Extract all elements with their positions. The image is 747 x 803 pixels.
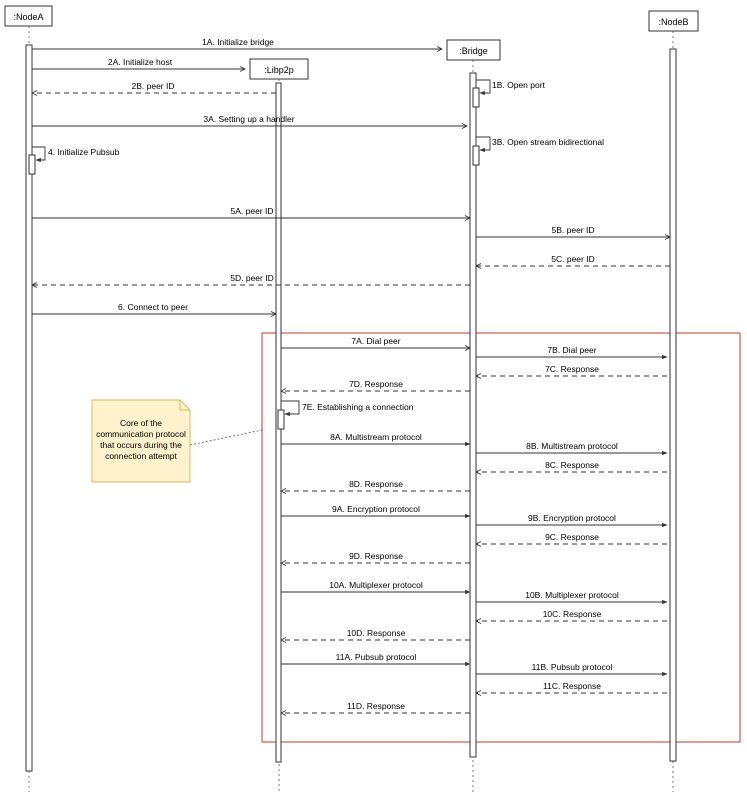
self-calls [32,79,491,417]
label-9D: 9D. Response [349,551,403,561]
label-4: 4. Initialize Pubsub [48,147,120,157]
label-6: 6. Connect to peer [118,302,188,312]
label-10A: 10A. Multiplexer protocol [329,580,423,590]
label-8A: 8A. Multistream protocol [330,432,422,442]
label-7B: 7B. Dial peer [547,345,596,355]
self-call-1B [476,79,491,96]
label-11B: 11B. Pubsub protocol [532,662,613,672]
label-11A: 11A. Pubsub protocol [336,652,417,662]
note-line-3: that occurs during the [100,440,182,450]
label-1A: 1A. Initialize bridge [202,37,274,47]
label-1B: 1B. Open port [492,80,546,90]
note-line-4: connection attempt [105,451,177,461]
activation-libp2p-7E [277,409,285,430]
label-5B: 5B. peer ID [552,225,595,235]
label-7D: 7D. Response [349,379,403,389]
participant-bridge: :Bridge [446,39,501,61]
activation-bridge [469,72,477,758]
note-text: Core of the communication protocol that … [92,418,190,462]
note-connector [189,429,263,446]
label-3A: 3A. Setting up a handler [203,114,294,124]
label-9A: 9A. Encryption protocol [332,504,420,514]
activation-bars [25,44,677,772]
label-7A: 7A. Dial peer [351,336,400,346]
participant-nodeA: :NodeA [4,5,53,27]
label-11C: 11C. Response [543,681,601,691]
label-9B: 9B. Encryption protocol [528,513,616,523]
label-8B: 8B. Multistream protocol [526,441,618,451]
participant-nodeB: :NodeB [648,10,699,32]
label-5C: 5C. peer ID [551,254,594,264]
message-labels: 1A. Initialize bridge 2A. Initialize hos… [48,37,619,711]
label-11D: 11D. Response [347,701,405,711]
self-call-3B [476,136,491,153]
note [91,399,263,483]
participant-libp2p-label: :Libp2p [264,65,294,75]
activation-nodeB [669,48,677,762]
label-9C: 9C. Response [545,532,599,542]
label-10B: 10B. Multiplexer protocol [525,590,619,600]
activation-nodeA [25,44,33,772]
label-7E: 7E. Establishing a connection [302,402,414,412]
message-arrows [32,49,670,713]
participant-libp2p: :Libp2p [249,58,309,80]
note-line-1: Core of the [119,418,163,428]
note-line-2: communication protocol [96,429,186,439]
participant-bridge-label: :Bridge [459,46,488,56]
label-7C: 7C. Response [545,364,599,374]
participant-nodeA-label: :NodeA [13,12,43,22]
connection-frame [261,332,741,743]
label-5A: 5A. peer ID [231,206,274,216]
self-call-7E [281,400,300,417]
activation-nodeA-4 [28,154,36,175]
label-8D: 8D. Response [349,479,403,489]
label-8C: 8C. Response [545,460,599,470]
label-10D: 10D. Response [347,628,406,638]
label-3B: 3B. Open stream bidirectional [492,137,604,147]
label-2B: 2B. peer ID [132,81,175,91]
label-2A: 2A. Initialize host [108,57,173,67]
participant-nodeB-label: :NodeB [658,17,688,27]
self-call-4 [32,146,46,163]
label-5D: 5D. peer ID [230,273,273,283]
label-10C: 10C. Response [543,609,602,619]
activation-bridge-3B [472,145,480,166]
activation-bridge-1B [472,87,480,108]
